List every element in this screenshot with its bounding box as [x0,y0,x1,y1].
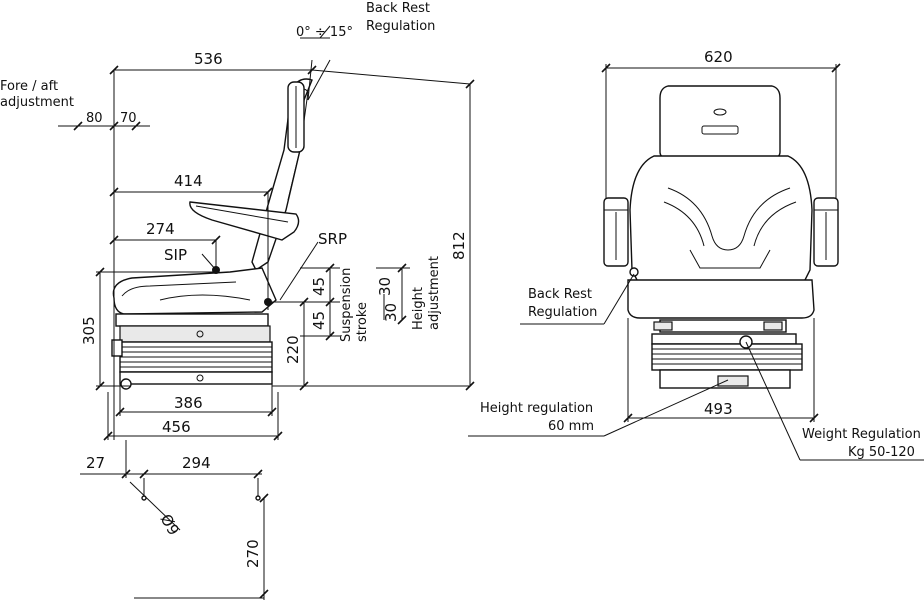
dim-270: 270 [244,539,262,568]
dim-386: 386 [174,394,203,412]
dim-30-a: 30 [382,303,400,322]
fore-aft-line2: adjustment [0,95,74,110]
front-armrest-right [813,197,839,267]
weight-regulation-line2: Kg 50-120 [848,445,915,460]
fore-aft-line1: Fore / aft [0,79,58,94]
back-angle-label: 0° ÷ 15° [296,25,353,40]
front-suspension-base [651,319,803,389]
dim-414: 414 [174,172,203,190]
side-view: 0° ÷ 15° Back Rest Regulation 536 Fore /… [0,1,475,600]
front-seat-cushion [627,267,815,319]
dim-493: 493 [704,400,733,418]
front-armrest-left [603,197,629,267]
front-backrest [629,155,813,291]
dim-305: 305 [80,316,98,345]
dim-80: 80 [86,111,103,126]
dim-45-top: 45 [310,277,328,296]
dim-phi9: Ø9 [157,511,183,538]
front-headrest [659,85,781,159]
suspension-stroke-line1: Suspension [339,268,354,342]
front-back-rest-regulation-line1: Back Rest [528,287,592,302]
height-regulation-line1: Height regulation [480,401,593,416]
dim-536: 536 [194,50,223,68]
front-bellows [651,343,803,371]
dim-27: 27 [86,454,105,472]
suspension-stroke-line2: stroke [355,302,370,342]
height-adjustment-line1: Height [411,287,426,330]
side-back-rest-regulation-line1: Back Rest [366,1,430,16]
side-armrest [189,201,300,241]
front-back-rest-regulation-line2: Regulation [528,305,597,320]
dim-294: 294 [182,454,211,472]
height-regulation-line2: 60 mm [548,419,594,434]
sip-label: SIP [164,246,187,264]
height-adjustment-line2: adjustment [427,256,442,330]
dim-45-bottom: 45 [310,311,328,330]
dim-456: 456 [162,418,191,436]
dim-220: 220 [284,335,302,364]
side-backrest [251,78,313,272]
dim-30-b: 30 [376,277,394,296]
dim-812: 812 [450,231,468,260]
side-seat-cushion [112,267,277,315]
dim-70: 70 [120,111,137,126]
front-view: 620 [468,48,924,461]
side-suspension-base [111,313,273,390]
side-bellows [119,341,273,373]
srp-label: SRP [318,230,347,248]
side-back-rest-regulation-line2: Regulation [366,19,435,34]
dim-274: 274 [146,220,175,238]
dim-620: 620 [704,48,733,66]
weight-regulation-line1: Weight Regulation [802,427,921,442]
